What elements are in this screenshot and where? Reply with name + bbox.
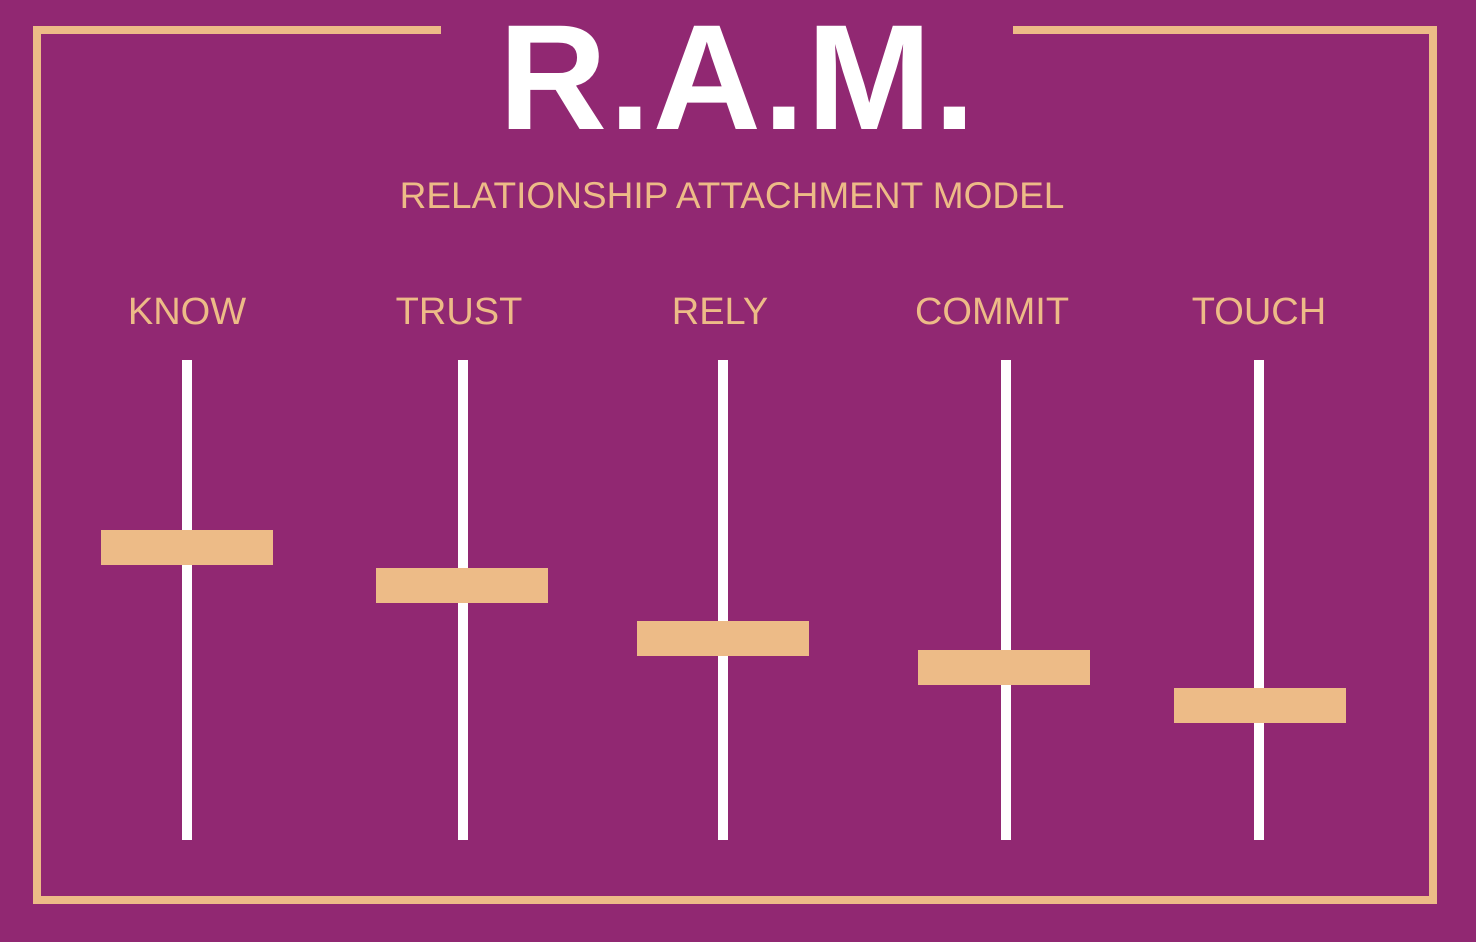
slider-track-touch[interactable] [1254, 360, 1264, 840]
slider-label-rely: RELY [671, 291, 769, 333]
slider-track-commit[interactable] [1001, 360, 1011, 840]
title-gap [441, 16, 1013, 46]
page-subtitle: RELATIONSHIP ATTACHMENT MODEL [399, 175, 1065, 216]
slider-label-commit: COMMIT [914, 291, 1070, 333]
slider-label-trust: TRUST [395, 291, 523, 333]
slider-track-rely[interactable] [718, 360, 728, 840]
slider-knob-commit[interactable] [918, 649, 1090, 685]
slider-label-know: KNOW [127, 291, 247, 333]
slider-knob-touch[interactable] [1174, 688, 1346, 724]
page-title: R.A.M. [498, 0, 978, 161]
slider-knob-trust[interactable] [376, 568, 548, 604]
slider-knob-know[interactable] [101, 529, 273, 565]
slider-knob-rely[interactable] [637, 620, 809, 656]
slider-label-touch: TOUCH [1191, 291, 1327, 333]
slider-track-know[interactable] [182, 360, 192, 840]
